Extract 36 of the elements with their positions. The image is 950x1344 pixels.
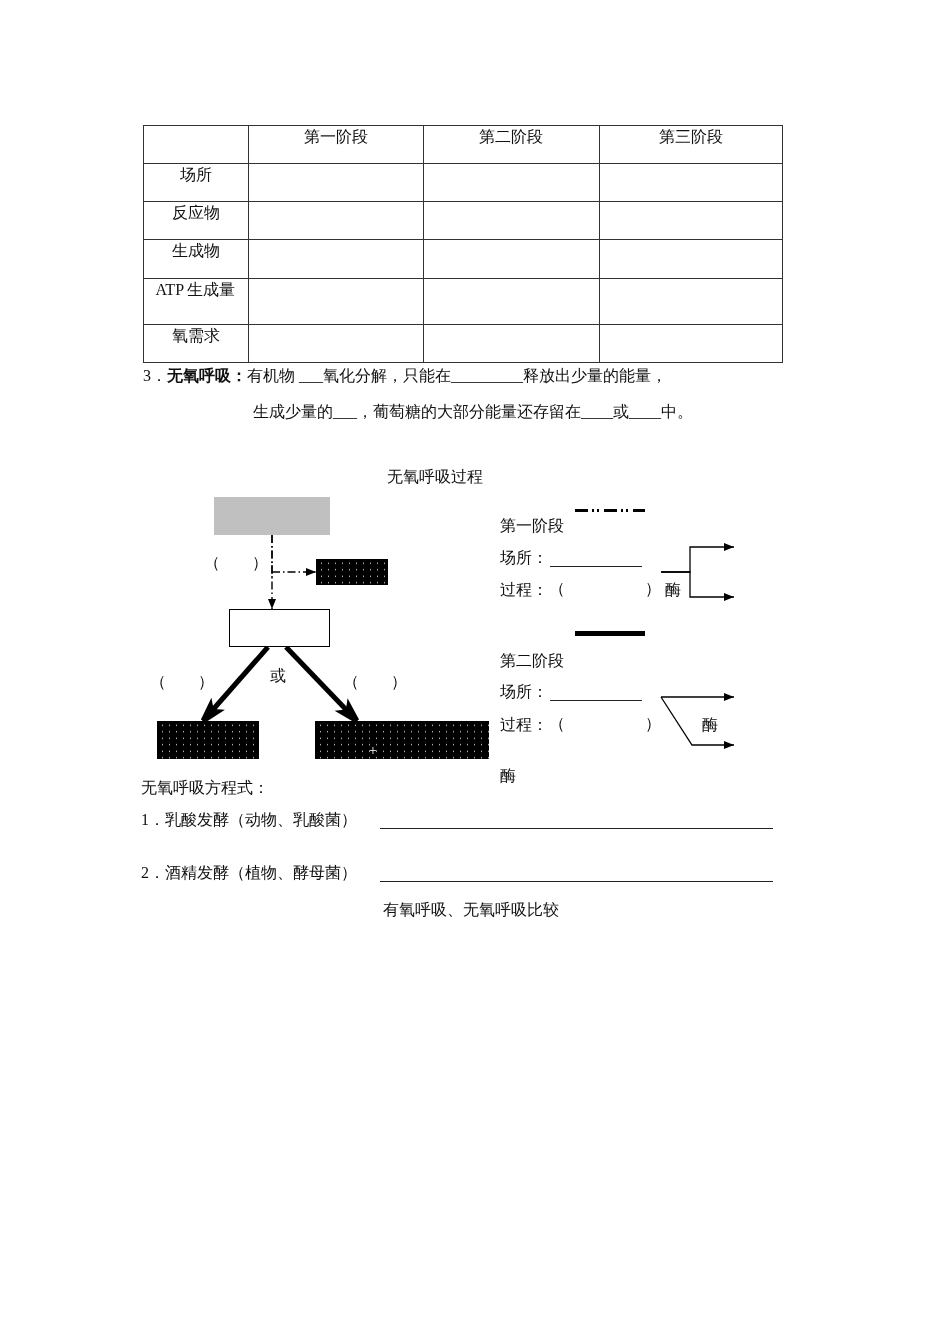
row-heading: 场所 xyxy=(179,165,212,185)
row-heading: 反应物 xyxy=(171,203,220,223)
enzyme-label: 酶 xyxy=(500,766,516,786)
column-heading: 第三阶段 xyxy=(658,127,723,147)
column-heading: 第一阶段 xyxy=(303,127,368,147)
process-box xyxy=(229,609,330,647)
dotted-box xyxy=(157,721,259,759)
field-label: 过程： xyxy=(500,580,548,600)
field-label: 场所： xyxy=(500,682,548,702)
arrow xyxy=(271,534,317,580)
diagram-title: 无氧呼吸过程 xyxy=(387,467,483,487)
field-label: 场所： xyxy=(500,548,548,568)
branch-label: 或 xyxy=(270,666,286,686)
dotted-box: + xyxy=(315,721,489,759)
equation-prompt: 2．酒精发酵（植物、酵母菌） xyxy=(141,863,357,883)
edge-label: 酶 xyxy=(702,714,718,736)
edge-label: 酶 xyxy=(665,579,681,601)
fill-in-brackets: （ ） xyxy=(549,568,661,600)
row-heading: 氧需求 xyxy=(171,326,220,346)
fill-in-brackets: （ ） xyxy=(549,695,661,735)
legend-label: 第一阶段 xyxy=(500,516,564,536)
dotted-box xyxy=(316,559,388,585)
arrow xyxy=(660,696,735,749)
legend-label: 第二阶段 xyxy=(500,651,564,671)
question-text: 生成少量的___，葡萄糖的大部分能量还存留在____或____中。 xyxy=(253,402,693,422)
question-text: 3．无氧呼吸：有机物 ___氧化分解，只能在_________释放出少量的能量， xyxy=(143,366,667,386)
section-heading: 有氧呼吸、无氧呼吸比较 xyxy=(383,900,559,920)
arrow xyxy=(660,693,735,701)
equation-prompt: 1．乳酸发酵（动物、乳酸菌） xyxy=(141,810,357,830)
arrow xyxy=(660,571,735,601)
column-heading: 第二阶段 xyxy=(479,127,543,147)
shaded-box xyxy=(214,497,330,535)
section-heading: 无氧呼吸方程式： xyxy=(141,778,269,798)
field-label: 过程： xyxy=(500,715,548,735)
row-heading: 生成物 xyxy=(171,241,220,261)
row-heading: ATP 生成量 xyxy=(155,280,236,300)
